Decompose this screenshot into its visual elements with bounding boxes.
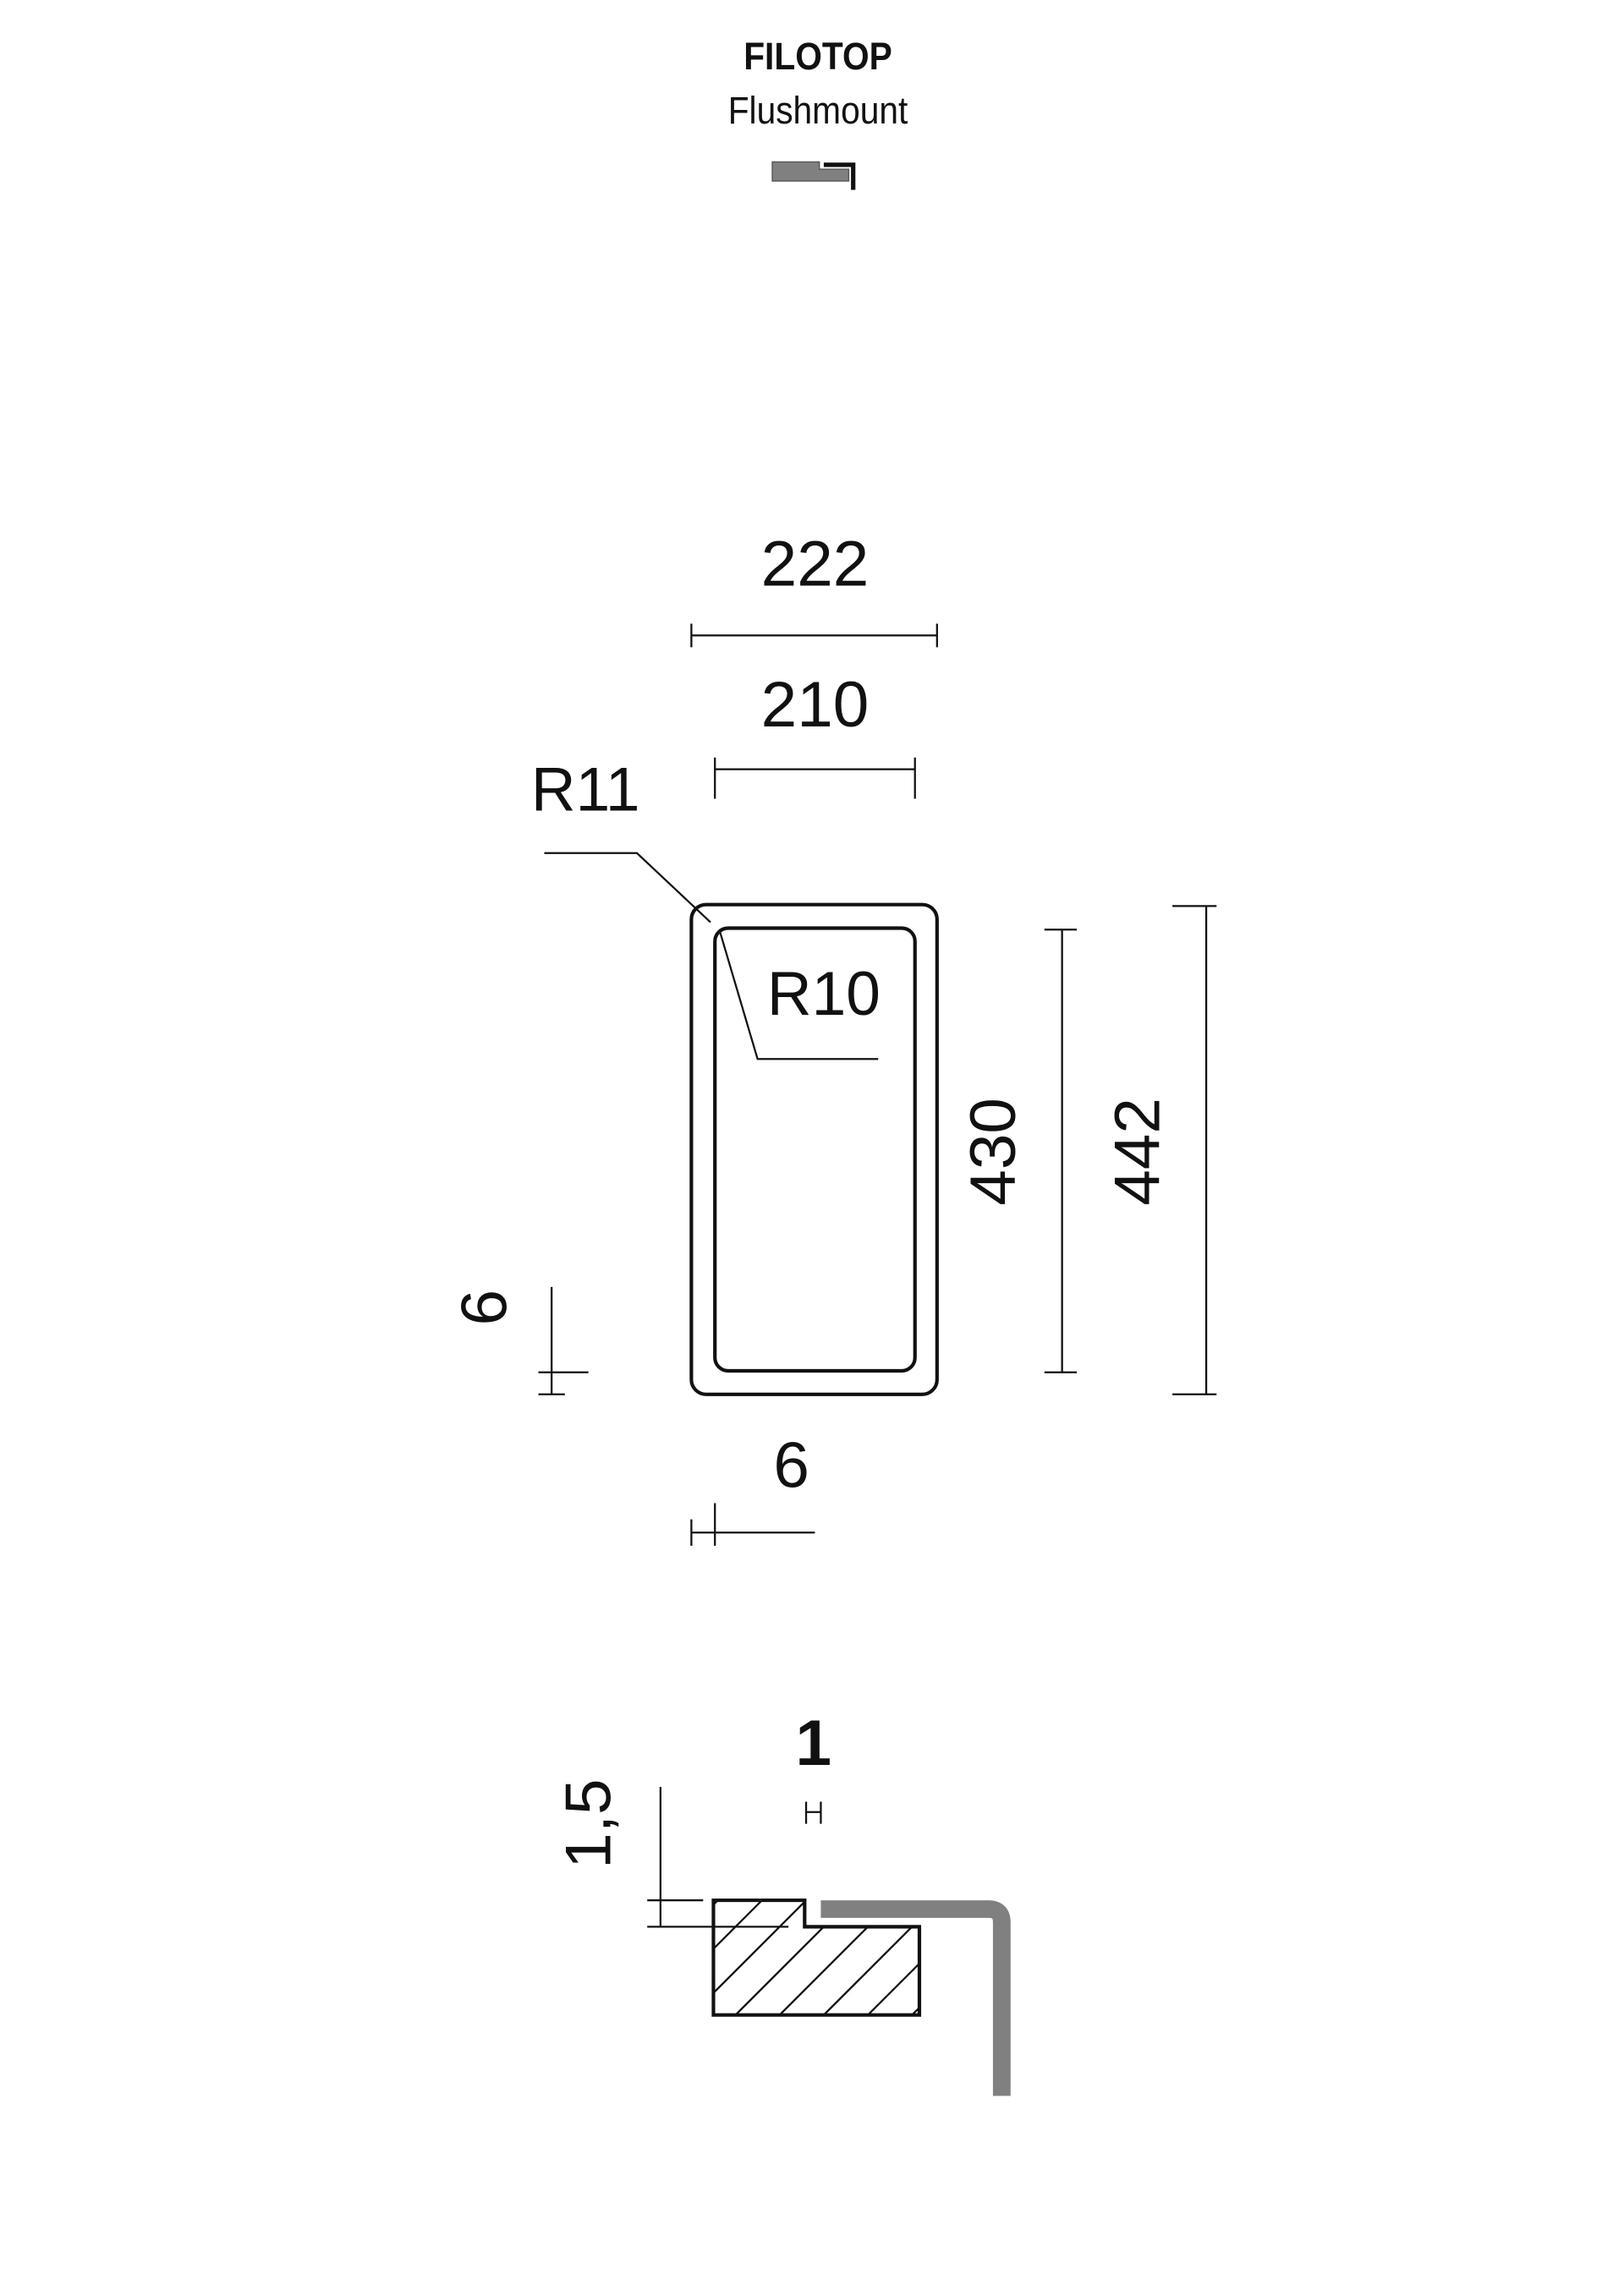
rim-horizontal-label: 6 — [773, 1429, 809, 1501]
sink-inner-outline — [713, 926, 917, 1373]
outer-width-label: 222 — [761, 528, 870, 600]
sink-outer-outline — [689, 902, 939, 1396]
mount-type-label: Flushmount — [728, 90, 908, 132]
step-depth-label: 1,5 — [553, 1778, 625, 1868]
outer-radius-label: R11 — [531, 755, 640, 824]
outer-radius-leader — [544, 852, 711, 923]
outer-width-dimension-line — [690, 623, 938, 648]
inner-radius-label: R10 — [767, 960, 881, 1028]
flushmount-icon — [771, 161, 856, 190]
inner-height-label: 430 — [957, 1098, 1029, 1206]
rim-vertical-label: 6 — [448, 1290, 520, 1326]
inner-width-dimension-line — [714, 757, 916, 799]
brand-title: FILOTOP — [743, 36, 892, 78]
outer-height-label: 442 — [1101, 1098, 1173, 1206]
inner-height-dimension-line — [1044, 929, 1078, 1373]
gap-label: 1 — [795, 1707, 831, 1779]
rim-vertical-dimension-line — [538, 1286, 589, 1395]
sink-rim-profile — [820, 1900, 1011, 2096]
step-depth-dimension-line — [647, 1787, 789, 1928]
rim-horizontal-dimension-line — [690, 1503, 815, 1546]
countertop-section — [711, 1898, 922, 2017]
gap-dimension-mark — [804, 1801, 822, 1824]
inner-radius-leader — [718, 929, 879, 1060]
inner-width-label: 210 — [761, 669, 870, 741]
outer-height-dimension-line — [1172, 905, 1217, 1395]
section-hatch — [713, 1900, 919, 2015]
